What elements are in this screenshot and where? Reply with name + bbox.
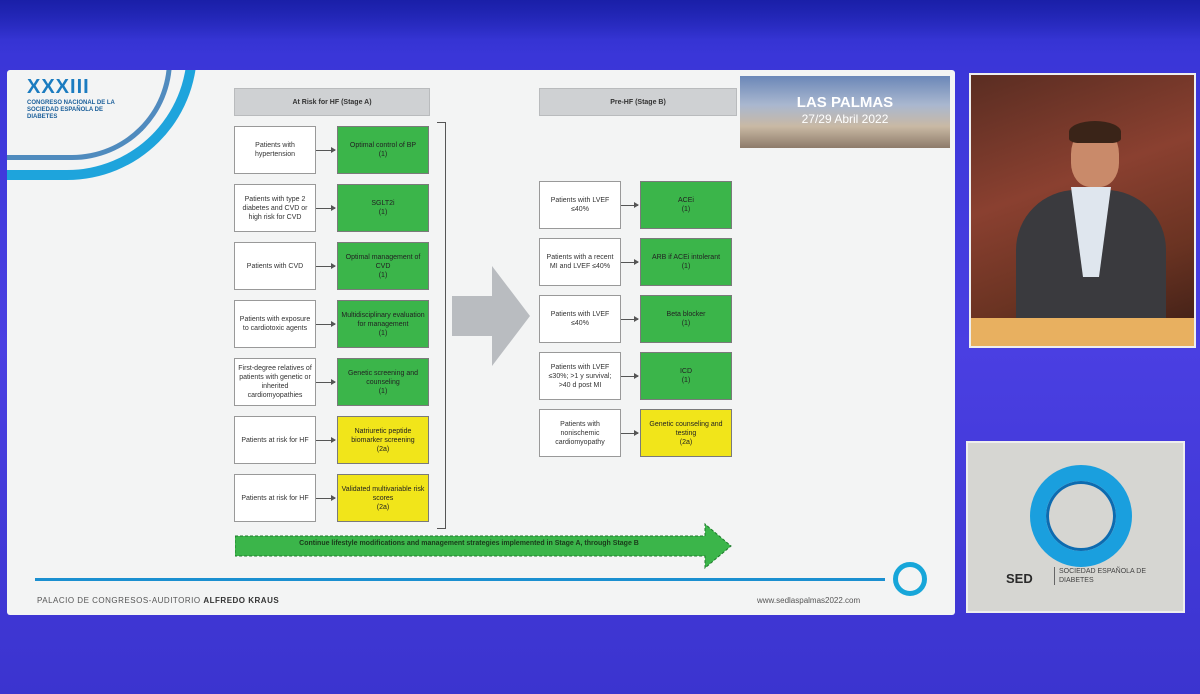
stage_a-patient-box: Patients with hypertension: [234, 126, 316, 174]
stage_a-recommendation-box: Natriuretic peptide biomarker screening …: [337, 416, 429, 464]
conference-number: XXXIII: [27, 76, 90, 98]
stage_a-connector-arrow-icon: [316, 321, 336, 327]
speaker-hair: [1069, 121, 1121, 143]
stage_b-patient-box: Patients with LVEF ≤40%: [539, 181, 621, 229]
stage_b-connector-arrow-icon: [621, 202, 639, 208]
stage_a-patient-box: Patients at risk for HF: [234, 416, 316, 464]
venue-banner: LAS PALMAS 27/29 Abril 2022: [740, 76, 950, 148]
stage_a-patient-box: First-degree relatives of patients with …: [234, 358, 316, 406]
stage_a-connector-arrow-icon: [316, 437, 336, 443]
stage_b-patient-box: Patients with nonischemic cardiomyopathy: [539, 409, 621, 457]
speaker-video: [969, 73, 1196, 348]
footer-venue-name: ALFREDO KRAUS: [203, 596, 280, 605]
footer-url: www.sedlaspalmas2022.com: [757, 596, 861, 605]
lectern: [971, 318, 1194, 346]
stage-a-bracket: [437, 122, 446, 529]
stage_a-patient-box: Patients with CVD: [234, 242, 316, 290]
projection-top-edge: [0, 0, 1200, 40]
footer-divider: [35, 578, 885, 581]
stage_a-connector-arrow-icon: [316, 379, 336, 385]
sed-full-name: SOCIEDAD ESPAÑOLA DE DIABETES: [1054, 567, 1149, 585]
stage_b-recommendation-box: Genetic counseling and testing (2a): [640, 409, 732, 457]
stage_b-connector-arrow-icon: [621, 316, 639, 322]
stage_a-patient-box: Patients at risk for HF: [234, 474, 316, 522]
stage_a-connector-arrow-icon: [316, 495, 336, 501]
stage_a-recommendation-box: Genetic screening and counseling (1): [337, 358, 429, 406]
stage_a-recommendation-box: Optimal control of BP (1): [337, 126, 429, 174]
sed-abbreviation: SED: [1006, 571, 1033, 586]
stage_b-recommendation-box: ACEi (1): [640, 181, 732, 229]
stage_b-connector-arrow-icon: [621, 259, 639, 265]
stage_a-recommendation-box: SGLT2i (1): [337, 184, 429, 232]
stage_b-recommendation-box: ARB if ACEi intolerant (1): [640, 238, 732, 286]
stage_a-connector-arrow-icon: [316, 263, 336, 269]
footer-venue: PALACIO DE CONGRESOS-AUDITORIO ALFREDO K…: [37, 596, 279, 605]
stage_b-recommendation-box: ICD (1): [640, 352, 732, 400]
lifestyle-arrow-label: Continue lifestyle modifications and man…: [299, 540, 639, 547]
stage-b-header: Pre-HF (Stage B): [539, 88, 737, 116]
stage_a-recommendation-box: Multidisciplinary evaluation for managem…: [337, 300, 429, 348]
presentation-slide: XXXIII CONGRESO NACIONAL DE LA SOCIEDAD …: [7, 70, 955, 615]
stage-transition-arrow-icon: [452, 266, 530, 366]
lifestyle-arrow-icon: [235, 522, 732, 570]
stage_a-recommendation-box: Validated multivariable risk scores (2a): [337, 474, 429, 522]
stage-a-header: At Risk for HF (Stage A): [234, 88, 430, 116]
stage_b-patient-box: Patients with a recent MI and LVEF ≤40%: [539, 238, 621, 286]
stage_b-connector-arrow-icon: [621, 430, 639, 436]
stage_a-connector-arrow-icon: [316, 147, 336, 153]
stage_b-recommendation-box: Beta blocker (1): [640, 295, 732, 343]
conference-subtitle: CONGRESO NACIONAL DE LA SOCIEDAD ESPAÑOL…: [27, 100, 115, 120]
venue-city: LAS PALMAS: [796, 94, 894, 111]
stage_a-patient-box: Patients with type 2 diabetes and CVD or…: [234, 184, 316, 232]
stage_a-connector-arrow-icon: [316, 205, 336, 211]
sed-logo-panel: SED SOCIEDAD ESPAÑOLA DE DIABETES: [966, 441, 1185, 613]
venue-dates: 27/29 Abril 2022: [801, 112, 889, 126]
stage_a-patient-box: Patients with exposure to cardiotoxic ag…: [234, 300, 316, 348]
stage_b-patient-box: Patients with LVEF ≤30%; >1 y survival; …: [539, 352, 621, 400]
stage_b-connector-arrow-icon: [621, 373, 639, 379]
stage_a-recommendation-box: Optimal management of CVD (1): [337, 242, 429, 290]
footer-venue-prefix: PALACIO DE CONGRESOS-AUDITORIO: [37, 596, 201, 605]
sed-ring-logo-icon: [1030, 465, 1132, 567]
stage_b-patient-box: Patients with LVEF ≤40%: [539, 295, 621, 343]
sed-small-logo-icon: [893, 562, 927, 596]
